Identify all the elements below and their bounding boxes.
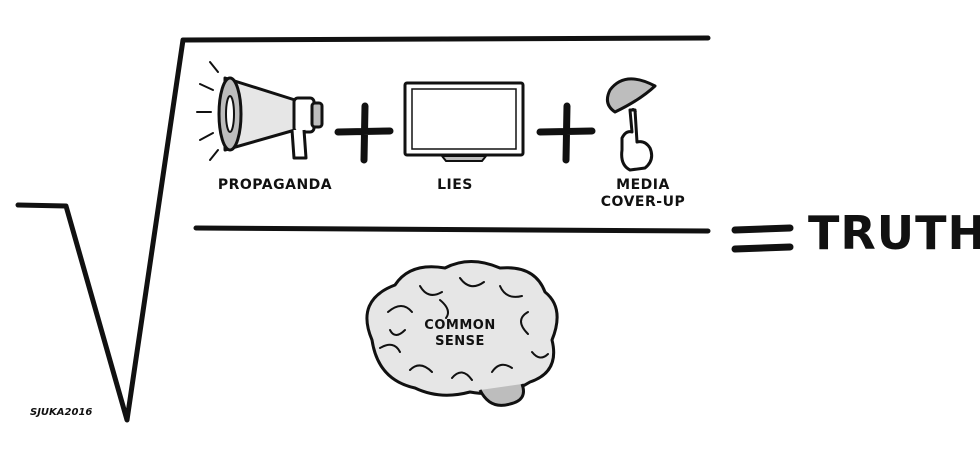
truth-label: TRUTH xyxy=(808,206,980,260)
plus-sign-1 xyxy=(334,102,394,164)
lies-label: LIES xyxy=(437,177,473,193)
common-sense-line1: COMMON xyxy=(424,318,496,333)
tv-screen-icon xyxy=(403,81,525,162)
common-sense-label: COMMON SENSE xyxy=(400,318,520,350)
fraction-bar xyxy=(193,225,711,234)
plus-sign-2 xyxy=(536,102,596,164)
propaganda-label: PROPAGANDA xyxy=(217,177,333,193)
hush-finger-icon xyxy=(605,77,657,172)
radical-sign xyxy=(15,35,711,423)
artist-signature: SJUKA2016 xyxy=(30,407,93,418)
media-cover-up-line1: MEDIA xyxy=(616,177,670,193)
equals-sign xyxy=(731,224,794,253)
megaphone-icon xyxy=(196,61,324,161)
brain-icon xyxy=(365,260,559,407)
media-cover-up-label: MEDIA COVER-UP xyxy=(588,177,698,211)
media-cover-up-line2: COVER-UP xyxy=(600,194,686,210)
common-sense-line2: SENSE xyxy=(435,334,485,349)
